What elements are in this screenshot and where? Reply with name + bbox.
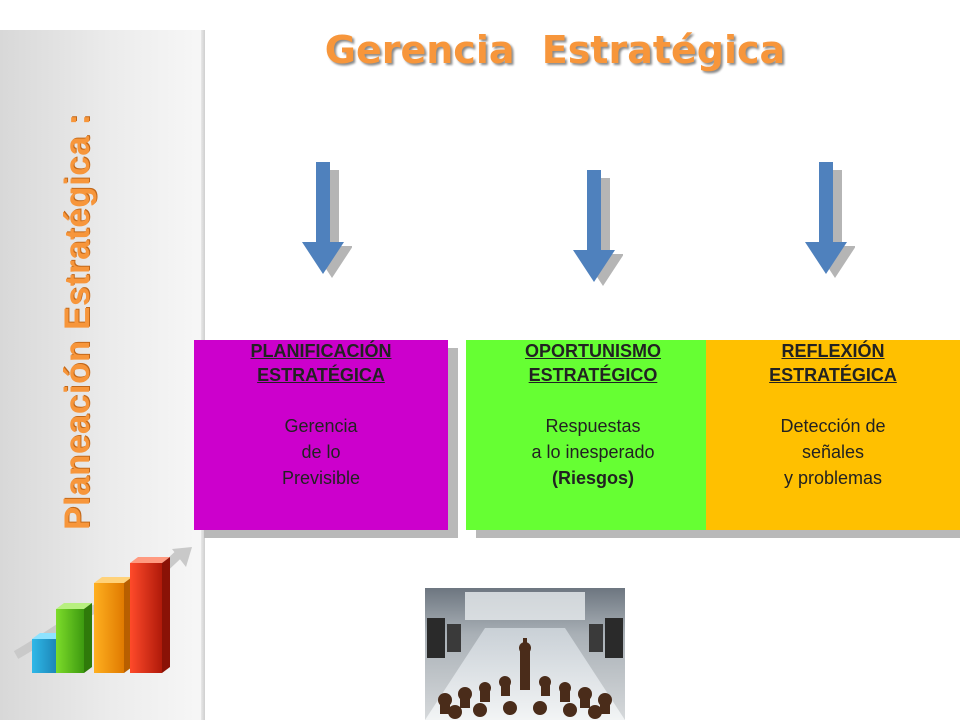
box-body: Gerencia de lo Previsible (281, 416, 361, 488)
box-body: Detección de señales y problemas (780, 416, 886, 488)
box-body: Respuestas a lo inesperado (Riesgos) (531, 416, 655, 488)
down-arrow-icon (302, 162, 352, 278)
down-arrow-icon (805, 162, 855, 278)
box-reflexion: REFLEXIÓN ESTRATÉGICA Detección de señal… (706, 340, 960, 530)
box-heading: OPORTUNISMO ESTRATÉGICO (524, 341, 661, 385)
down-arrow-icon (573, 170, 623, 286)
chess-boardroom-photo (425, 588, 625, 720)
box-oportunismo: OPORTUNISMO ESTRATÉGICO Respuestas a lo … (466, 340, 720, 530)
box-heading: PLANIFICACIÓN ESTRATÉGICA (250, 341, 392, 385)
box-heading: REFLEXIÓN ESTRATÉGICA (769, 341, 897, 385)
page-title: Gerencia Estratégica (324, 28, 786, 72)
bar-chart-growth-icon (13, 547, 192, 673)
side-title: Planeación Estratégica : (58, 113, 97, 530)
box-planificacion: PLANIFICACIÓN ESTRATÉGICA Gerencia de lo… (194, 340, 448, 530)
